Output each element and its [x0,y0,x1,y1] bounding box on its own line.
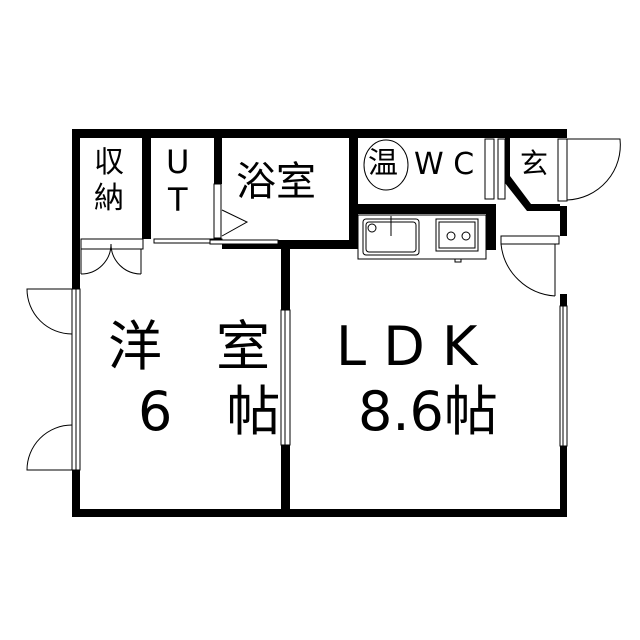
water-heater-label: 温 [368,146,398,181]
walls [72,129,567,517]
wc-label: W C [414,147,475,182]
fixtures [26,138,621,471]
western-room-size: 6 帖 [138,380,281,443]
utility-label-1: U [166,143,190,181]
ldk-size: 8.6帖 [358,380,498,443]
utility-label-2: T [168,181,188,219]
western-room-name: 洋 室 [108,315,270,378]
storage-label-2: 納 [94,181,124,216]
storage-label-1: 収 [94,145,124,180]
bath-label: 浴室 [236,159,316,205]
entrance-label: 玄 [520,147,549,180]
ldk-name: L D K [336,315,478,378]
